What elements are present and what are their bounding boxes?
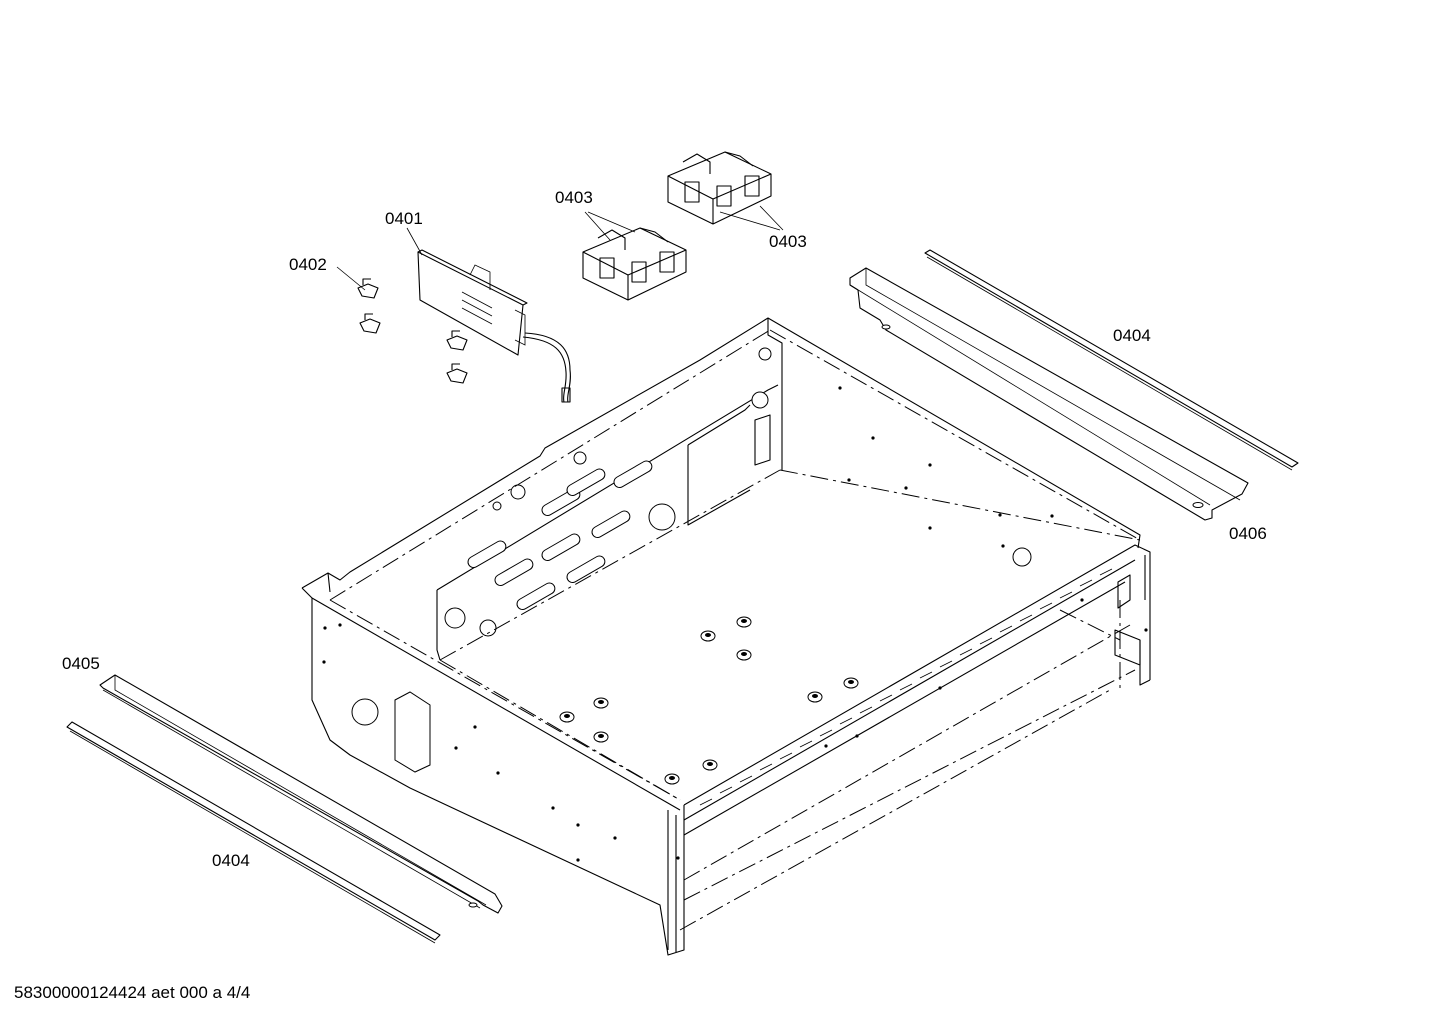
leader-lines [336, 205, 784, 291]
clips-0402 [357, 278, 468, 384]
label-0404-left: 0404 [212, 851, 250, 870]
rail-channel-0405 [99, 674, 503, 914]
screw-points [322, 386, 1148, 862]
back-wall-slots [467, 460, 653, 611]
drawing-number-footer: 58300000124424 aet 000 a 4/4 [14, 983, 250, 1002]
terminal-blocks-0403 [582, 151, 772, 301]
trim-strip-0404-left [66, 721, 441, 944]
label-0404-right: 0404 [1113, 326, 1151, 345]
label-0406: 0406 [1229, 524, 1267, 543]
rail-channel-0406 [849, 267, 1249, 521]
label-0405: 0405 [62, 654, 100, 673]
control-board-0401 [417, 249, 571, 403]
label-0403-left: 0403 [555, 188, 593, 207]
label-0401: 0401 [385, 209, 423, 228]
label-0403-right: 0403 [769, 232, 807, 251]
floor-studs [559, 616, 859, 785]
trim-strip-0404-right [924, 249, 1299, 471]
housing-frame [301, 317, 1151, 956]
front-rail-slots [699, 568, 1113, 806]
housing-hidden-edges [329, 329, 1141, 931]
label-0402: 0402 [289, 255, 327, 274]
